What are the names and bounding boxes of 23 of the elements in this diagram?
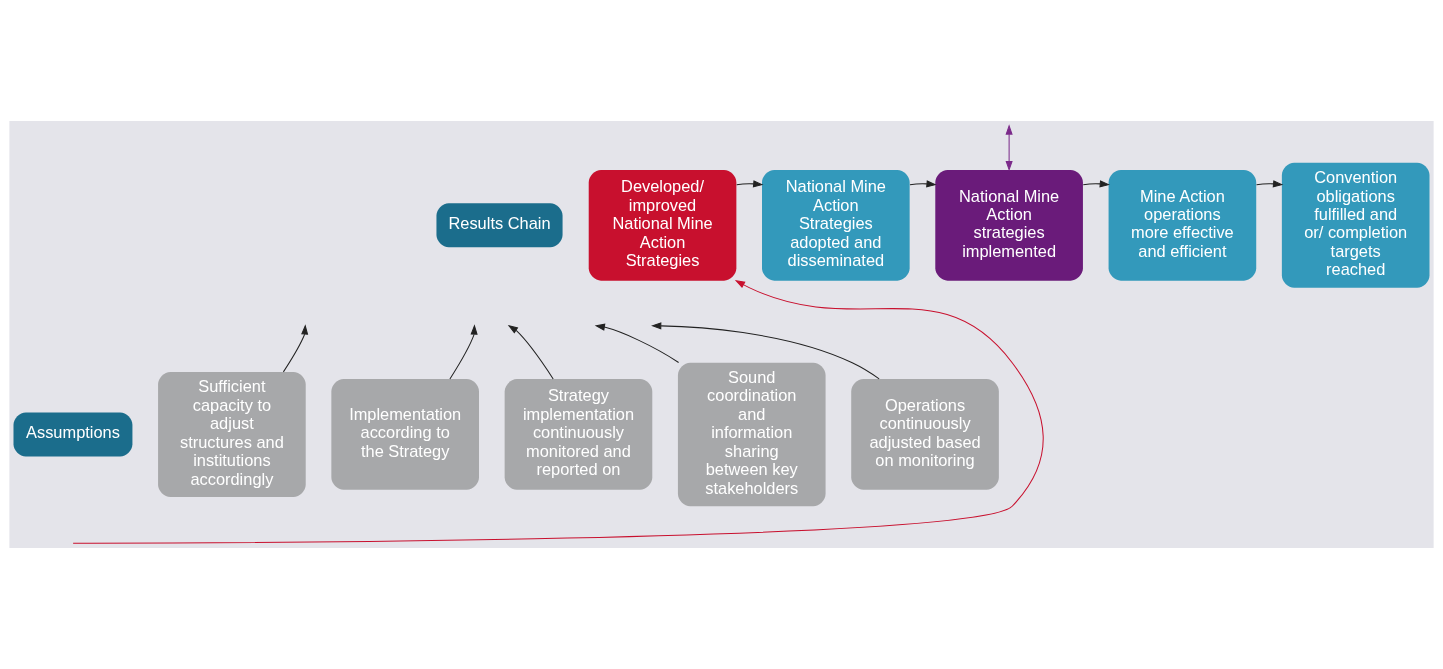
node-box: Sufficient capacity to adjust structures and institutions accordingly bbox=[158, 371, 306, 497]
node-box: Results Chain bbox=[436, 203, 563, 248]
node-box: National Mine Action strategies implemented bbox=[935, 169, 1083, 281]
arrow bbox=[909, 180, 937, 188]
node-box: Developed/ improved National Mine Action Strategies bbox=[588, 169, 737, 281]
arrow bbox=[72, 280, 1044, 544]
arrow bbox=[449, 324, 478, 380]
arrow bbox=[736, 180, 764, 188]
node-box: Assumptions bbox=[13, 412, 133, 457]
node-box: Mine Action operations more effective and efficient bbox=[1108, 169, 1257, 281]
arrow bbox=[594, 323, 680, 363]
arrow bbox=[282, 324, 309, 373]
arrow bbox=[1082, 180, 1110, 188]
node-box: Convention obligations fulfilled and or/ completion targets reached bbox=[1281, 162, 1430, 288]
node-box: Implementation according to the Strategy bbox=[331, 379, 479, 490]
node-box: Strategy implementation continuously monitored and reported on bbox=[504, 379, 653, 490]
arrow bbox=[1005, 124, 1013, 172]
node-box: Operations continuously adjusted based on monitoring bbox=[851, 379, 999, 490]
node-box: National Mine Action Strategies adopted and disseminated bbox=[762, 169, 910, 281]
node-box: Sound coordination and information sharing between key stakeholders bbox=[677, 362, 826, 507]
arrow bbox=[651, 322, 880, 380]
arrow bbox=[1256, 180, 1284, 188]
arrow bbox=[507, 324, 554, 380]
